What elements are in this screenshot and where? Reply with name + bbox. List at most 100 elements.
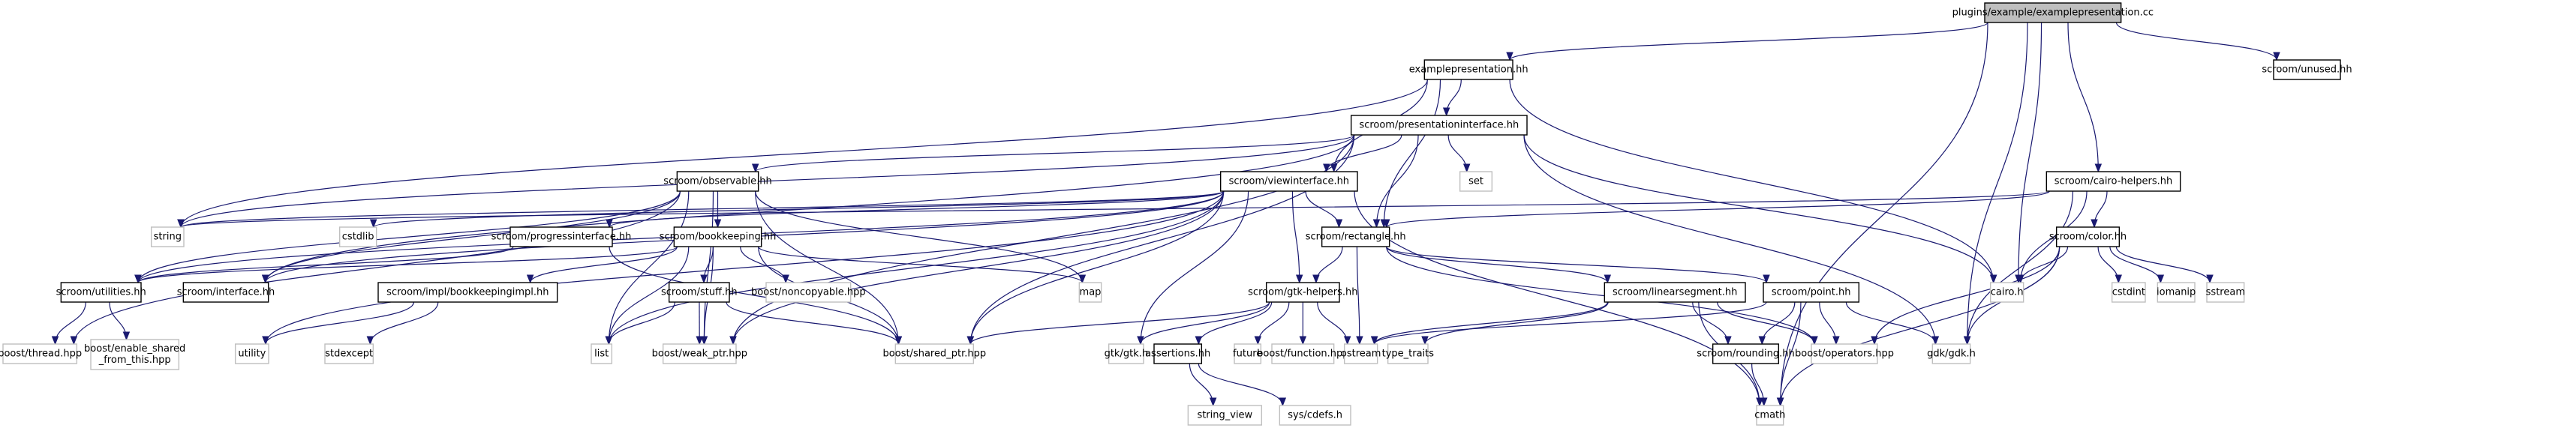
node-boost-operators-hpp: boost/operators.hpp xyxy=(1795,343,1894,364)
edges-layer xyxy=(51,22,2280,407)
node-box xyxy=(324,343,374,364)
node-box xyxy=(234,343,269,364)
edge-rectangle-to-point xyxy=(1386,246,1770,284)
arrowhead-icon xyxy=(1604,274,1612,284)
node-label: assertions.hh xyxy=(1145,349,1210,360)
node-assertions-hh[interactable]: assertions.hh xyxy=(1145,343,1210,364)
edge-stuff-to-list xyxy=(605,301,675,346)
arrowhead-icon xyxy=(122,331,131,341)
edge-line xyxy=(1291,190,1300,283)
edge-cairohelpers-to-rectangle xyxy=(1382,190,2050,229)
edge-line xyxy=(1692,301,1729,345)
node-label: sstream xyxy=(2206,287,2245,298)
node-label: scroom/impl/bookkeepingimpl.hh xyxy=(386,287,549,298)
edge-cairohelpers-to-color xyxy=(2091,190,2108,229)
edge-line xyxy=(1967,190,2074,345)
node-label: _from_this.hpp xyxy=(98,355,171,366)
edge-line xyxy=(732,134,1355,345)
node-label: boost/operators.hpp xyxy=(1795,349,1894,360)
node-scroom-color-hh[interactable]: scroom/color.hh xyxy=(2049,226,2127,247)
node-scroom-viewinterface-hh[interactable]: scroom/viewinterface.hh xyxy=(1219,171,1358,192)
node-box xyxy=(1604,282,1746,303)
edge-ephh-to-rectangle xyxy=(1380,79,1441,229)
node-cmath: cmath xyxy=(1754,405,1785,426)
edge-gtkhelpers-to-ostream xyxy=(1317,301,1351,346)
arrowhead-icon xyxy=(1254,336,1262,346)
edge-line xyxy=(1383,79,1441,228)
node-string: string xyxy=(150,226,185,247)
node-box xyxy=(1343,343,1378,364)
node-box xyxy=(1153,343,1203,364)
node-scroom-presentationinterface-hh[interactable]: scroom/presentationinterface.hh xyxy=(1350,115,1528,136)
edge-viewint-to-rectangle xyxy=(1305,190,1343,229)
node-scroom-rounding-hh[interactable]: scroom/rounding.hh xyxy=(1697,343,1795,364)
node-box xyxy=(1265,282,1340,303)
edge-assertions-to-cdefs xyxy=(1198,363,1287,407)
node-label: cstdlib xyxy=(342,232,374,243)
edge-line xyxy=(265,190,1225,345)
edge-line xyxy=(373,190,1225,228)
node-box xyxy=(60,282,142,303)
edge-presint-to-cairoh xyxy=(1523,134,1997,284)
node-list: list xyxy=(591,343,613,364)
arrowhead-icon xyxy=(1312,274,1320,284)
node-box xyxy=(894,343,975,364)
node-set: set xyxy=(1459,171,1493,192)
arrowhead-icon xyxy=(261,274,269,284)
node-box xyxy=(1423,59,1513,80)
node-label: boost/noncopyable.hpp xyxy=(751,287,866,298)
node-box xyxy=(591,343,613,364)
edge-line xyxy=(1523,134,1994,283)
node-scroom-linearsegment-hh[interactable]: scroom/linearsegment.hh xyxy=(1604,282,1746,303)
node-box xyxy=(2273,59,2341,80)
edge-line xyxy=(1780,246,2060,406)
node-scroom-stuff-hh[interactable]: scroom/stuff.hh xyxy=(661,282,738,303)
edge-ephh-to-string xyxy=(177,79,1428,229)
arrowhead-icon xyxy=(1963,336,1971,346)
edge-bookkeeping-to-map xyxy=(758,246,1087,284)
arrowhead-icon xyxy=(1195,336,1203,346)
node-scroom-point-hh[interactable]: scroom/point.hh xyxy=(1763,282,1860,303)
node-scroom-bookkeeping-hh[interactable]: scroom/bookkeeping.hh xyxy=(660,226,777,247)
node-scroom-observable-hh[interactable]: scroom/observable.hh xyxy=(663,171,772,192)
edge-line xyxy=(137,246,678,283)
node-box xyxy=(1108,343,1144,364)
edge-line xyxy=(1780,22,1988,406)
edge-line xyxy=(1305,190,1340,228)
arrowhead-icon xyxy=(1776,397,1784,407)
arrowhead-icon xyxy=(1299,336,1307,346)
node-examplepresentation-hh[interactable]: examplepresentation.hh xyxy=(1409,59,1528,80)
node-label: plugins/example/examplepresentation.cc xyxy=(1952,7,2154,19)
arrowhead-icon xyxy=(1811,336,1818,346)
node-scroom-impl-bookkeepingimpl-hh[interactable]: scroom/impl/bookkeepingimpl.hh xyxy=(377,282,558,303)
node-box xyxy=(1931,343,1971,364)
edge-root-to-ephh xyxy=(1506,22,1988,61)
node-box xyxy=(1989,282,2024,303)
node-scroom-rectangle-hh[interactable]: scroom/rectangle.hh xyxy=(1306,226,1406,247)
node-scroom-progressinterface-hh[interactable]: scroom/progressinterface.hh xyxy=(491,226,632,247)
node-scroom-cairo-helpers-hh[interactable]: scroom/cairo-helpers.hh xyxy=(2045,171,2181,192)
node-label: scroom/utilities.hh xyxy=(56,287,146,298)
edge-viewint-to-string xyxy=(177,190,1225,229)
node-cstdint: cstdint xyxy=(2111,282,2146,303)
arrowhead-icon xyxy=(2115,274,2122,284)
arrowhead-icon xyxy=(1295,274,1303,284)
edge-line xyxy=(1717,301,1815,345)
edge-line xyxy=(969,301,1270,345)
edge-line xyxy=(1356,246,1360,345)
edge-observable-to-sharedptr xyxy=(755,190,903,346)
node-boost-weak-ptr-hpp: boost/weak_ptr.hpp xyxy=(652,343,747,364)
edge-line xyxy=(608,246,690,345)
edge-line xyxy=(2067,22,2099,172)
node-label: boost/shared_ptr.hpp xyxy=(883,349,987,360)
node-scroom-utilities-hh[interactable]: scroom/utilities.hh xyxy=(56,282,146,303)
node-scroom-unused-hh[interactable]: scroom/unused.hh xyxy=(2262,59,2352,80)
arrowhead-icon xyxy=(1279,397,1287,407)
arrowhead-icon xyxy=(2206,274,2214,284)
node-plugins-example-examplepresentation-cc[interactable]: plugins/example/examplepresentation.cc xyxy=(1952,2,2154,23)
node-boost-function-hpp: boost/function.hpp xyxy=(1257,343,1349,364)
node-scroom-gtk-helpers-hh[interactable]: scroom/gtk-helpers.hh xyxy=(1248,282,1357,303)
node-box xyxy=(1459,171,1493,192)
node-scroom-interface-hh[interactable]: scroom/interface.hh xyxy=(177,282,275,303)
